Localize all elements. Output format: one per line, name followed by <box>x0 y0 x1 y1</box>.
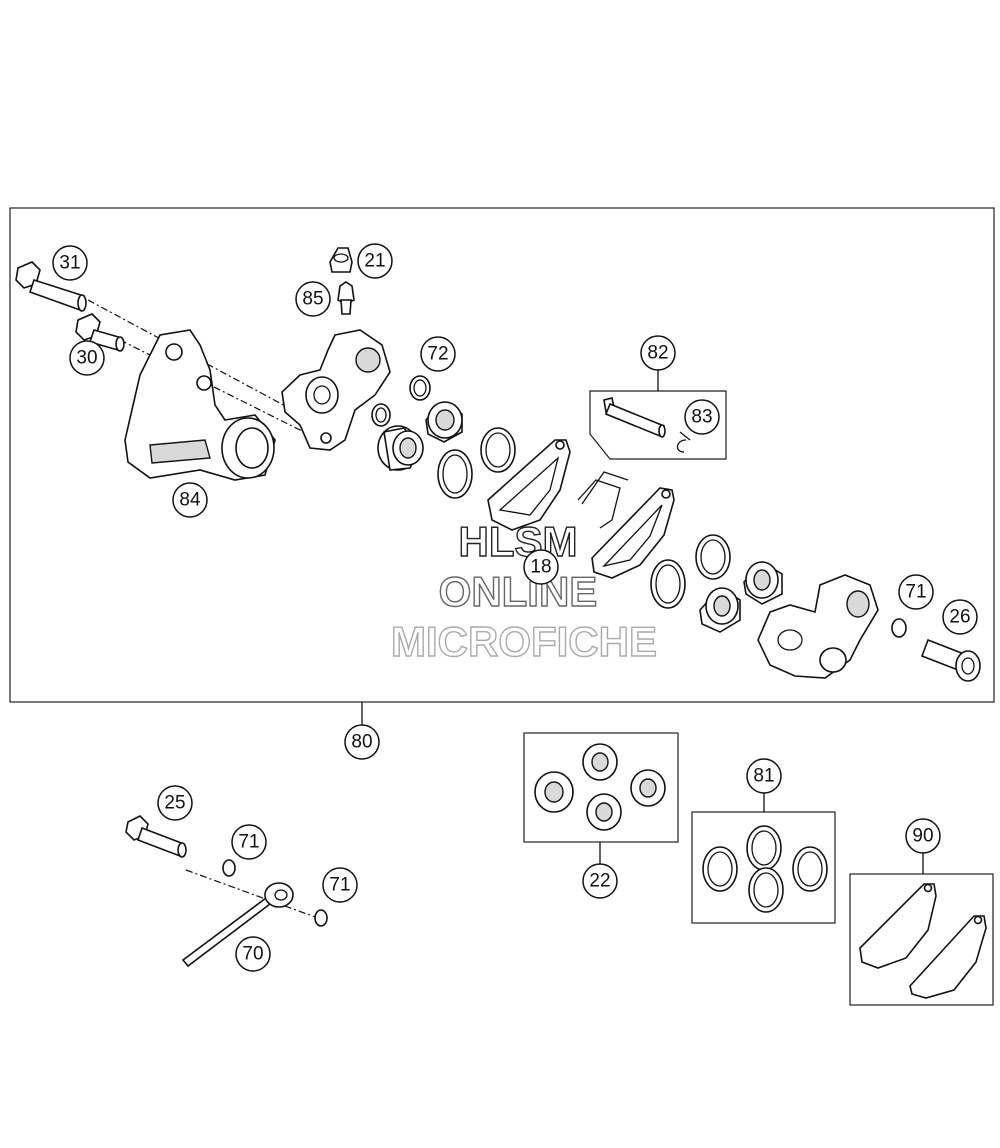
watermark-line-3: MICROFICHE <box>391 618 657 665</box>
callout-71[interactable]: 71 <box>231 824 267 860</box>
svg-text:21: 21 <box>364 251 385 272</box>
watermark-line-1: HLSM <box>459 518 578 565</box>
caliper-housing-half-right <box>757 574 879 679</box>
guide-pin-82 <box>603 397 666 438</box>
callout-82[interactable]: 82 <box>640 335 676 371</box>
socket-bolt-26 <box>920 638 981 682</box>
axis-line-30 <box>119 339 321 441</box>
callout-72[interactable]: 72 <box>420 336 456 372</box>
callout-71[interactable]: 71 <box>898 574 934 610</box>
svg-text:85: 85 <box>302 289 323 310</box>
callout-21[interactable]: 21 <box>357 243 393 279</box>
callout-30[interactable]: 30 <box>69 340 105 376</box>
assembly-frame-80 <box>9 207 995 703</box>
callout-90[interactable]: 90 <box>905 818 941 854</box>
brake-pad-inner <box>487 439 571 531</box>
svg-text:22: 22 <box>589 871 610 892</box>
brake-line-70 <box>181 882 294 968</box>
callout-18[interactable]: 18 <box>523 549 559 585</box>
bleeder-valve-85 <box>337 281 355 315</box>
seal-upper-2 <box>437 449 473 499</box>
piston-kit-frame-22 <box>523 732 679 843</box>
o-ring-small <box>371 403 391 427</box>
bolt-31 <box>15 261 87 312</box>
svg-text:71: 71 <box>329 875 350 896</box>
washer-71-b <box>314 909 328 927</box>
svg-text:80: 80 <box>351 732 372 753</box>
callout-70[interactable]: 70 <box>235 936 271 972</box>
o-ring-72 <box>409 375 431 401</box>
seal-kit-81-parts <box>702 825 828 913</box>
bleeder-cap-21 <box>329 247 353 273</box>
pin-kit-frame-82 <box>589 390 727 460</box>
bolt-30 <box>75 313 125 352</box>
pad-kit-90-parts <box>859 883 987 999</box>
seal-lower-2 <box>650 559 686 609</box>
callout-71[interactable]: 71 <box>322 867 358 903</box>
svg-text:26: 26 <box>949 607 970 628</box>
anti-rattle-spring <box>577 471 629 529</box>
axis-line-25 <box>185 869 319 919</box>
piston-kit-22-parts <box>534 743 666 831</box>
washer-71-a <box>222 859 236 877</box>
banjo-bolt-25 <box>125 815 187 858</box>
retaining-clip-83 <box>676 439 687 453</box>
callout-26[interactable]: 26 <box>942 599 978 635</box>
piston-lower-1 <box>743 560 783 605</box>
callout-31[interactable]: 31 <box>52 245 88 281</box>
svg-text:71: 71 <box>905 582 926 603</box>
o-ring-71-upper <box>891 618 907 638</box>
caliper-bracket-84 <box>124 329 276 481</box>
svg-text:30: 30 <box>76 348 97 369</box>
piston-upper-1 <box>425 400 463 443</box>
callout-22[interactable]: 22 <box>582 863 618 899</box>
svg-text:72: 72 <box>427 344 448 365</box>
svg-text:31: 31 <box>59 253 80 274</box>
watermark-line-2: ONLINE <box>439 568 598 615</box>
watermark: HLSM ONLINE MICROFICHE <box>390 517 657 665</box>
svg-text:83: 83 <box>691 407 712 428</box>
callout-83[interactable]: 83 <box>684 399 720 435</box>
brake-pad-outer <box>591 487 675 579</box>
callout-80[interactable]: 80 <box>344 724 380 760</box>
svg-text:71: 71 <box>238 832 259 853</box>
callout-85[interactable]: 85 <box>295 281 331 317</box>
svg-text:25: 25 <box>164 793 185 814</box>
svg-text:84: 84 <box>179 490 201 511</box>
svg-text:70: 70 <box>242 944 263 965</box>
svg-text:90: 90 <box>912 826 933 847</box>
pad-kit-frame-90 <box>849 873 994 1006</box>
svg-text:18: 18 <box>530 557 551 578</box>
callout-25[interactable]: 25 <box>157 785 193 821</box>
svg-text:82: 82 <box>647 343 668 364</box>
callout-84[interactable]: 84 <box>172 482 208 518</box>
callout-81[interactable]: 81 <box>746 758 782 794</box>
svg-text:81: 81 <box>753 766 774 787</box>
caliper-housing-half-left <box>281 329 391 451</box>
piston-upper-2 <box>377 425 424 471</box>
piston-lower-2 <box>699 586 741 633</box>
